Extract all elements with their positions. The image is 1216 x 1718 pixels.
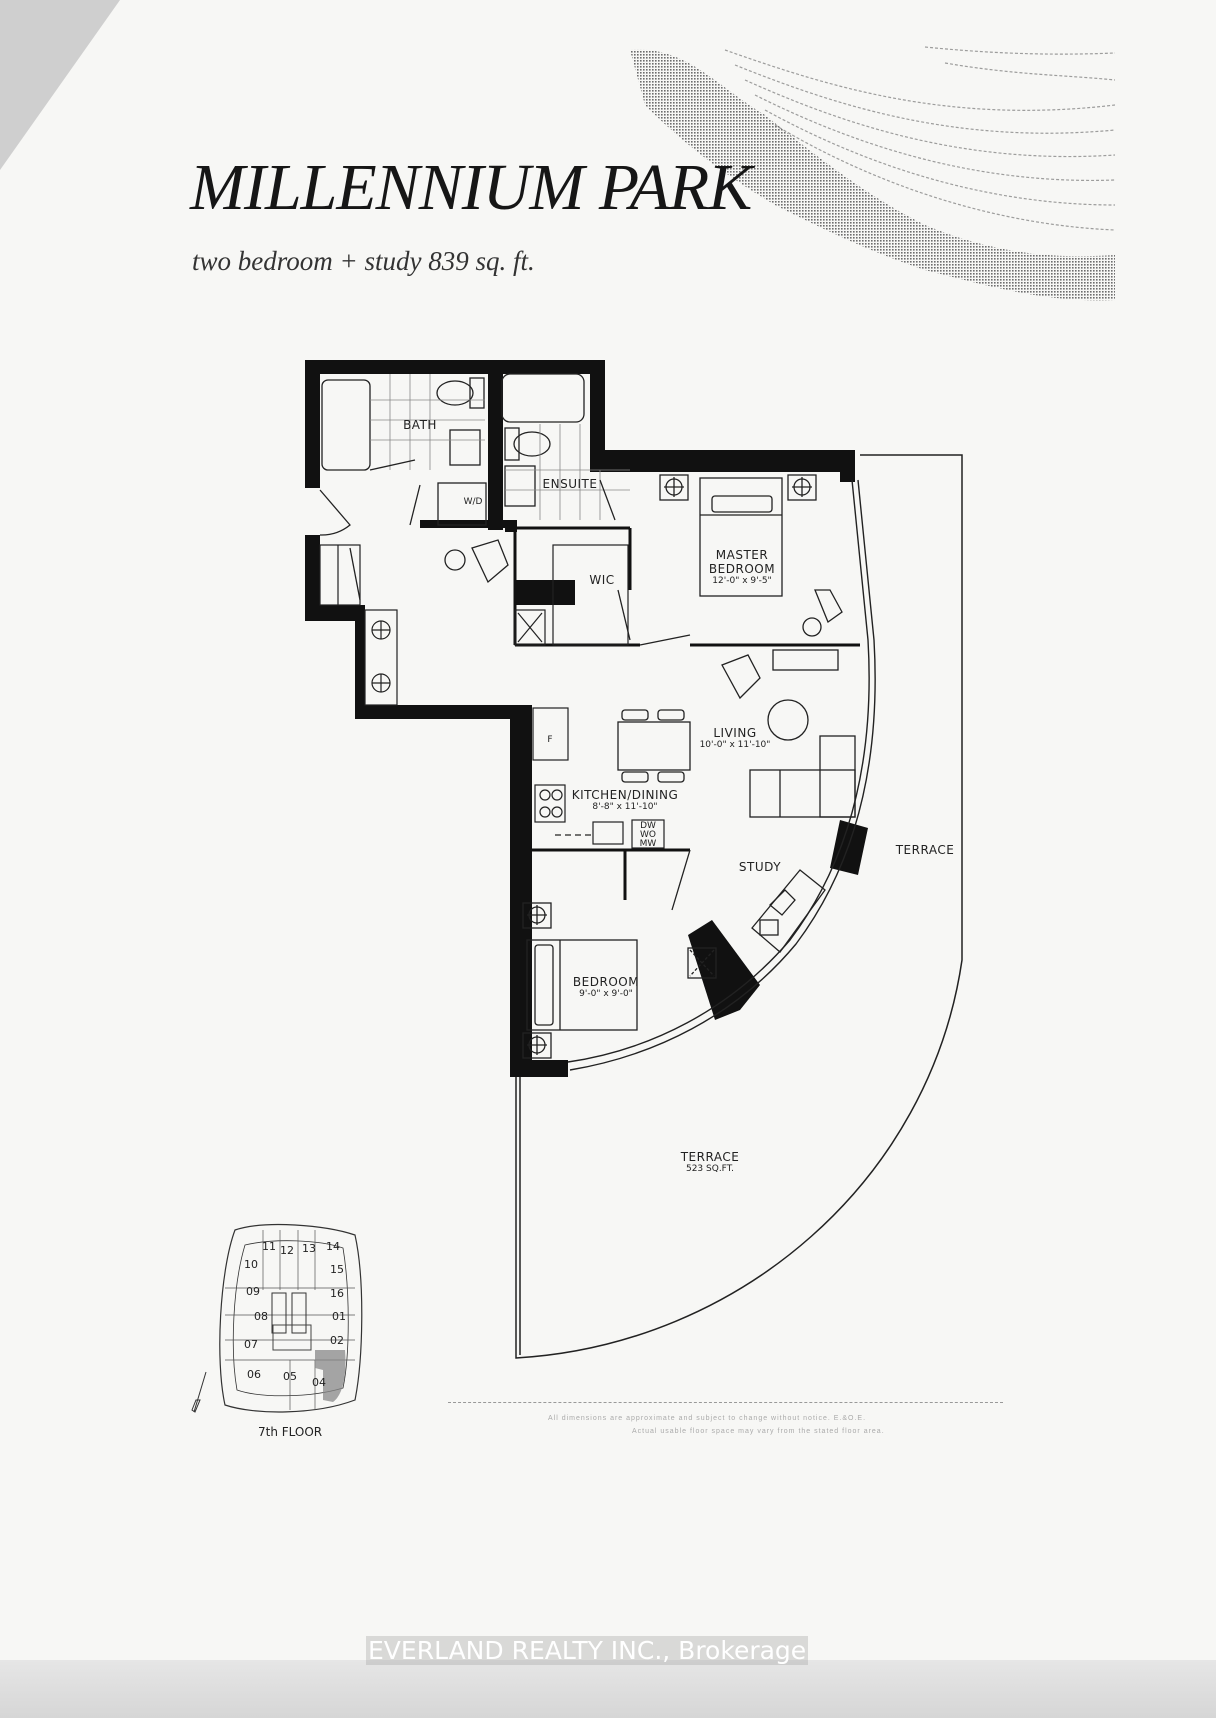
room-label-bath: BATH xyxy=(403,418,437,432)
scan-bottom-band xyxy=(0,1660,1216,1718)
room-label-terrace-side: TERRACE xyxy=(895,843,955,857)
keyplan-unit-06: 06 xyxy=(247,1368,261,1381)
dw-wo-mw-label: DW WO MW xyxy=(639,821,657,849)
exterior-walls xyxy=(305,360,868,1077)
disclaimer-rule xyxy=(448,1402,1003,1403)
keyplan-unit-09: 09 xyxy=(246,1285,260,1298)
master-bedroom-furniture xyxy=(659,474,843,637)
fridge-label: F xyxy=(547,735,553,745)
room-label-living: LIVING 10'-0" x 11'-10" xyxy=(699,726,771,750)
kitchen-counter xyxy=(532,707,665,849)
keyplan-unit-12: 12 xyxy=(280,1244,294,1257)
north-arrow-icon xyxy=(191,1371,207,1413)
room-label-wic: WIC xyxy=(589,573,615,587)
highlighted-unit xyxy=(315,1350,346,1402)
unit-subtitle: two bedroom + study 839 sq. ft. xyxy=(192,246,535,276)
keyplan-unit-01: 01 xyxy=(332,1310,346,1323)
keyplan-unit-11: 11 xyxy=(262,1240,276,1253)
bath-fixtures xyxy=(321,373,630,526)
brokerage-watermark: EVERLAND REALTY INC., Brokerage xyxy=(366,1636,809,1665)
keyplan-unit-15: 15 xyxy=(330,1263,344,1276)
keyplan-unit-08: 08 xyxy=(254,1310,268,1323)
keyplan-unit-16: 16 xyxy=(330,1287,344,1300)
keyplan-unit-05: 05 xyxy=(283,1370,297,1383)
project-title: MILLENNIUM PARK xyxy=(190,151,752,224)
curved-window-wall xyxy=(567,479,876,1071)
foyer-furniture xyxy=(444,539,509,584)
living-dining-furniture xyxy=(617,649,856,818)
keyplan-unit-07: 07 xyxy=(244,1338,258,1351)
keyplan-unit-04: 04 xyxy=(312,1376,326,1389)
room-label-ensuite: ENSUITE xyxy=(542,477,598,491)
disclaimer-line-2: Actual usable floor space may vary from … xyxy=(632,1428,885,1435)
key-plan-map xyxy=(219,1223,363,1413)
keyplan-unit-02: 02 xyxy=(330,1334,344,1347)
room-label-study: STUDY xyxy=(738,860,782,874)
keyplan-unit-14: 14 xyxy=(326,1240,340,1253)
bedroom-furniture xyxy=(522,902,717,1059)
closet xyxy=(319,544,398,706)
folded-page-corner xyxy=(0,0,120,170)
room-label-bedroom: BEDROOM 9'-0" x 9'-0" xyxy=(572,975,640,999)
wic-furniture xyxy=(514,544,629,646)
keyplan-unit-10: 10 xyxy=(244,1258,258,1271)
room-label-master-bedroom: MASTER BEDROOM 12'-0" x 9'-5" xyxy=(708,548,776,586)
study-furniture xyxy=(751,869,826,953)
keyplan-unit-13: 13 xyxy=(302,1242,316,1255)
disclaimer-line-1: All dimensions are approximate and subje… xyxy=(548,1415,867,1422)
doors xyxy=(319,459,691,911)
terrace-outline xyxy=(515,454,963,1359)
room-label-kitchen-dining: KITCHEN/DINING 8'-8" x 11'-10" xyxy=(571,788,679,812)
decorative-wave-texture xyxy=(630,46,1115,301)
room-label-wd: W/D xyxy=(463,497,483,507)
key-plan-floor-label: 7th FLOOR xyxy=(258,1425,323,1439)
room-label-terrace-main: TERRACE 523 SQ.FT. xyxy=(680,1150,740,1174)
